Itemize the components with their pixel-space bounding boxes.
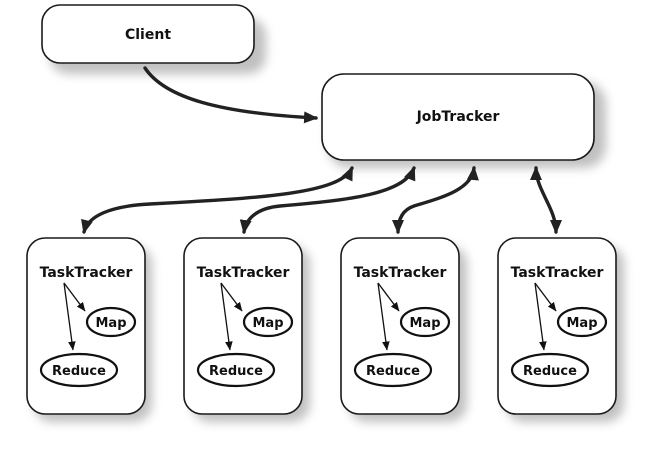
tasktracker-3-reduce-ellipse [353,352,433,388]
tasktracker-2-map-ellipse [242,306,294,338]
tasktracker-node-3: TaskTracker Map Reduce [340,237,460,415]
tasktracker-node-1: TaskTracker Map Reduce [26,237,146,415]
jobtracker-tasktracker-connections [81,166,562,234]
tasktracker-2-to-reduce-arrow [220,282,233,351]
tasktracker-3-reduce-label: Reduce [366,364,420,379]
tasktracker-4-to-map-arrow [534,282,557,312]
tasktracker-1-reduce-ellipse [39,352,119,388]
tasktracker-1-label: TaskTracker [40,265,133,281]
tasktracker-1-map-ellipse [85,306,137,338]
client-to-jobtracker-arrow [143,66,318,124]
tasktracker-3-label: TaskTracker [354,265,447,281]
tasktracker-3-to-map-arrow [377,282,400,312]
tasktracker-1-to-map-arrow [63,282,86,312]
tasktracker-node-2: TaskTracker Map Reduce [183,237,303,415]
tasktracker-3-map-ellipse [399,306,451,338]
client-node: Client [41,4,255,64]
jobtracker-label: JobTracker [416,109,500,125]
tasktracker-2-map-label: Map [252,316,283,331]
tasktracker-1-map-label: Map [95,316,126,331]
tasktracker-4-to-reduce-arrow [534,282,547,351]
tasktracker-2-to-map-arrow [220,282,243,312]
tasktracker-2-reduce-ellipse [196,352,276,388]
tasktracker-3-connection-arrow [392,166,479,234]
tasktracker-4-reduce-ellipse [510,352,590,388]
tasktracker-4-connection-arrow [530,166,562,234]
tasktracker-4-map-label: Map [566,316,597,331]
tasktracker-1-reduce-label: Reduce [52,364,106,379]
tasktracker-1-connection-arrow [81,166,354,234]
client-label: Client [125,27,171,43]
tasktracker-4-label: TaskTracker [511,265,604,281]
tasktracker-2-reduce-label: Reduce [209,364,263,379]
tasktracker-4-reduce-label: Reduce [523,364,577,379]
jobtracker-node: JobTracker [321,73,595,161]
tasktracker-node-4: TaskTracker Map Reduce [497,237,617,415]
tasktracker-3-map-label: Map [409,316,440,331]
tasktracker-3-to-reduce-arrow [377,282,390,351]
tasktracker-2-label: TaskTracker [197,265,290,281]
tasktracker-4-map-ellipse [556,306,608,338]
tasktracker-2-connection-arrow [239,166,416,234]
tasktracker-1-to-reduce-arrow [63,282,76,351]
